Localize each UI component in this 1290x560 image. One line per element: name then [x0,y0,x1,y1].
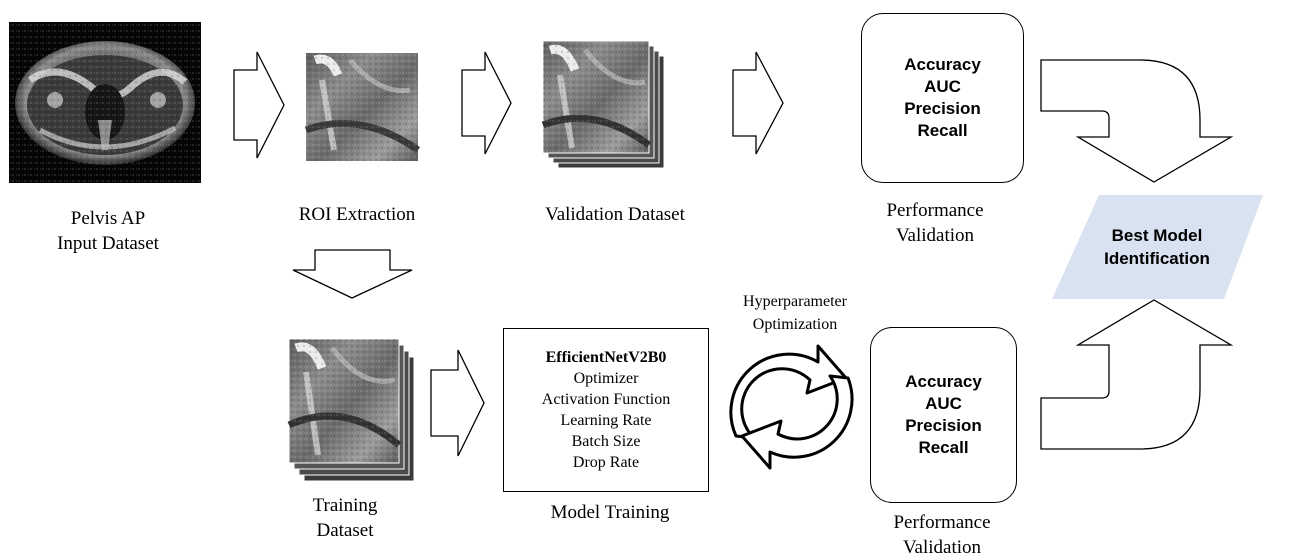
model-name: EfficientNetV2B0 [545,349,667,366]
metric-recall: Recall [917,121,968,140]
metric-recall: Recall [918,438,969,457]
roi-image [304,53,420,161]
model-training-label: Model Training [550,502,670,523]
model-config-box: EfficientNetV2B0 Optimizer Activation Fu… [503,328,709,492]
arrow-top-to-best-model [1040,59,1234,183]
performance-validation-bottom-label: Performance Validation [862,510,1022,560]
metric-accuracy: Accuracy [904,55,981,74]
training-label-line2: Dataset [316,520,374,541]
metrics-box-bottom: Accuracy AUC Precision Recall [870,327,1017,503]
hyperparameter-optimization-label: Hyperparameter Optimization [715,290,875,336]
training-label-line1: Training [312,495,378,516]
param-activation-function: Activation Function [541,391,671,408]
performance-bottom-line2: Validation [902,537,982,558]
training-dataset-label: Training Dataset [290,493,400,543]
training-dataset-stack [287,338,415,482]
input-label-line2: Input Dataset [57,233,159,254]
param-drop-rate: Drop Rate [572,454,640,471]
metric-accuracy: Accuracy [905,372,982,391]
validation-dataset-label: Validation Dataset [545,204,685,225]
param-learning-rate: Learning Rate [560,412,652,429]
hyperparameter-line1: Hyperparameter [743,293,847,310]
metric-auc: AUC [925,394,962,413]
input-label-line1: Pelvis AP [70,208,146,229]
performance-top-line2: Validation [895,225,975,246]
arrow-roi-to-validation [461,51,512,155]
cycle-arrows-icon [729,344,854,470]
performance-bottom-line1: Performance [893,512,991,533]
input-dataset-label: Pelvis AP Input Dataset [15,206,201,256]
performance-validation-top-label: Performance Validation [855,198,1015,248]
best-model-line1: Best Model [1111,226,1203,245]
arrow-roi-to-training [292,249,413,299]
arrow-validation-to-performance [732,51,784,155]
metric-precision: Precision [904,99,981,118]
best-model-parallelogram [1052,195,1263,299]
validation-dataset-stack [541,40,665,169]
arrow-input-to-roi [233,51,285,159]
arrow-bottom-to-best-model [1040,299,1234,450]
best-model-label: Best Model Identification [1082,224,1232,270]
arrow-training-to-model [430,349,485,457]
metrics-box-top: Accuracy AUC Precision Recall [861,13,1024,183]
best-model-line2: Identification [1104,249,1210,268]
pelvis-ap-image [9,22,201,183]
hyperparameter-line2: Optimization [752,316,838,333]
param-batch-size: Batch Size [571,433,641,450]
metric-precision: Precision [905,416,982,435]
metric-auc: AUC [924,77,961,96]
performance-top-line1: Performance [886,200,984,221]
param-optimizer: Optimizer [573,370,639,387]
roi-extraction-label: ROI Extraction [298,204,416,225]
